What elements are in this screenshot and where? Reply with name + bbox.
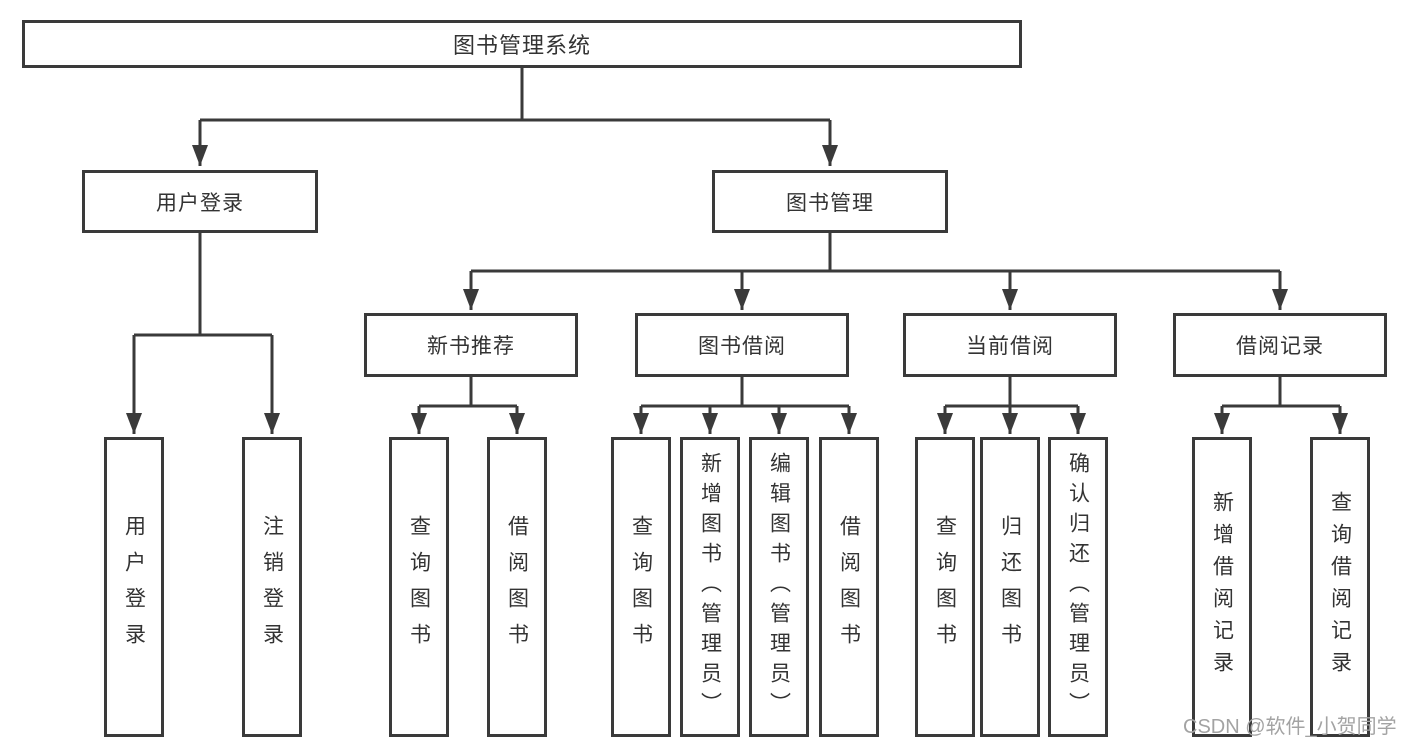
edges-user-login: [126, 233, 280, 434]
leaf-logout: 注销登录: [242, 437, 302, 737]
leaf-borrow-query-books: 查询图书: [611, 437, 671, 737]
node-book-management: 图书管理: [712, 170, 948, 233]
node-book-borrowing: 图书借阅: [635, 313, 849, 377]
leaf-user-login-label: 用户登录: [122, 515, 146, 659]
edges-current-borrowing: [937, 377, 1086, 434]
edges-book-management: [463, 233, 1288, 310]
leaf-records-add-record: 新增借阅记录: [1192, 437, 1252, 737]
leaf-user-login: 用户登录: [104, 437, 164, 737]
leaf-logout-label: 注销登录: [260, 515, 284, 659]
leaf-records-query-record-label: 查询借阅记录: [1328, 491, 1352, 683]
edges-root: [192, 68, 838, 166]
leaf-borrow-add-books-label: 新增图书（管理员）: [698, 452, 722, 722]
node-user-login: 用户登录: [82, 170, 318, 233]
leaf-borrow-add-books: 新增图书（管理员）: [680, 437, 740, 737]
leaf-current-return-books-label: 归还图书: [998, 515, 1022, 659]
leaf-current-query-books: 查询图书: [915, 437, 975, 737]
leaf-borrow-edit-books: 编辑图书（管理员）: [749, 437, 809, 737]
leaf-current-confirm-return-label: 确认归还（管理员）: [1066, 452, 1090, 722]
leaf-recommend-query-books-label: 查询图书: [407, 515, 431, 659]
edges-book-borrowing: [633, 377, 857, 434]
edges-borrowing-records: [1214, 377, 1348, 434]
leaf-borrow-edit-books-label: 编辑图书（管理员）: [767, 452, 791, 722]
node-root: 图书管理系统: [22, 20, 1022, 68]
leaf-records-query-record: 查询借阅记录: [1310, 437, 1370, 737]
csdn-watermark: CSDN @软件_小贺同学: [1183, 716, 1397, 738]
leaf-records-add-record-label: 新增借阅记录: [1210, 491, 1234, 683]
leaf-current-query-books-label: 查询图书: [933, 515, 957, 659]
node-current-borrowing: 当前借阅: [903, 313, 1117, 377]
edges-new-book-recommendation: [411, 377, 525, 434]
leaf-current-return-books: 归还图书: [980, 437, 1040, 737]
leaf-borrow-query-books-label: 查询图书: [629, 515, 653, 659]
node-new-book-recommendation: 新书推荐: [364, 313, 578, 377]
leaf-recommend-borrow-books: 借阅图书: [487, 437, 547, 737]
leaf-current-confirm-return: 确认归还（管理员）: [1048, 437, 1108, 737]
leaf-recommend-query-books: 查询图书: [389, 437, 449, 737]
node-borrowing-records: 借阅记录: [1173, 313, 1387, 377]
leaf-borrow-borrow-books: 借阅图书: [819, 437, 879, 737]
leaf-recommend-borrow-books-label: 借阅图书: [505, 515, 529, 659]
leaf-borrow-borrow-books-label: 借阅图书: [837, 515, 861, 659]
